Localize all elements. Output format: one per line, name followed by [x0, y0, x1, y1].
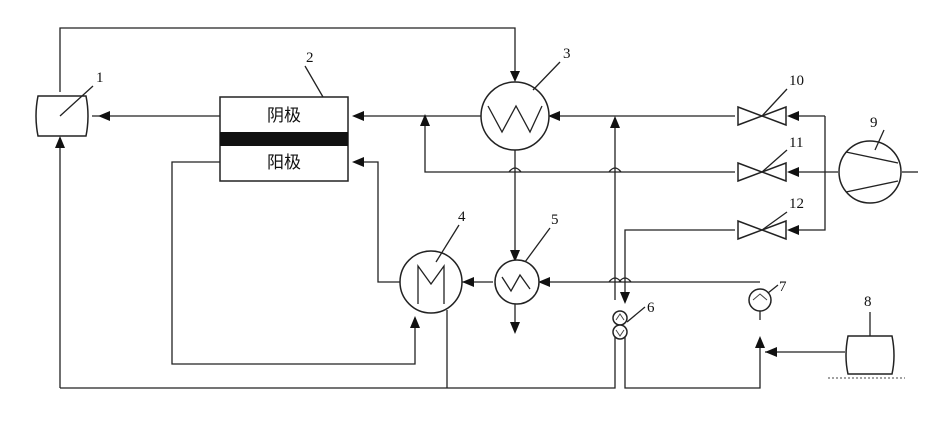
label-5: 5: [551, 212, 559, 228]
label-4: 4: [458, 209, 466, 225]
compressor-9: [839, 130, 901, 203]
label-2: 2: [306, 50, 314, 66]
cathode-label: 阴极: [267, 106, 301, 126]
component-numbers: 1 2 3 4 5 6 7 8 9 10 11 12: [96, 46, 878, 316]
anode-label: 阳极: [267, 153, 301, 173]
tank-1: [36, 86, 93, 136]
label-1: 1: [96, 70, 104, 86]
heat-exchanger-4: [400, 225, 462, 313]
valve-12: [738, 212, 787, 239]
label-11: 11: [789, 135, 803, 151]
label-7: 7: [779, 279, 787, 295]
membrane: [220, 132, 348, 146]
label-10: 10: [789, 73, 804, 89]
pump-7: [749, 285, 778, 311]
label-6: 6: [647, 300, 655, 316]
flow-arrows: [55, 71, 799, 357]
valve-11: [738, 150, 787, 181]
label-8: 8: [864, 294, 872, 310]
pump-6: [613, 307, 645, 339]
heat-exchanger-5: [495, 228, 550, 304]
label-9: 9: [870, 115, 878, 131]
label-3: 3: [563, 46, 571, 62]
tank-8: [846, 312, 894, 374]
label-12: 12: [789, 196, 804, 212]
heat-exchanger-3: [481, 62, 560, 150]
valve-10: [738, 89, 787, 125]
